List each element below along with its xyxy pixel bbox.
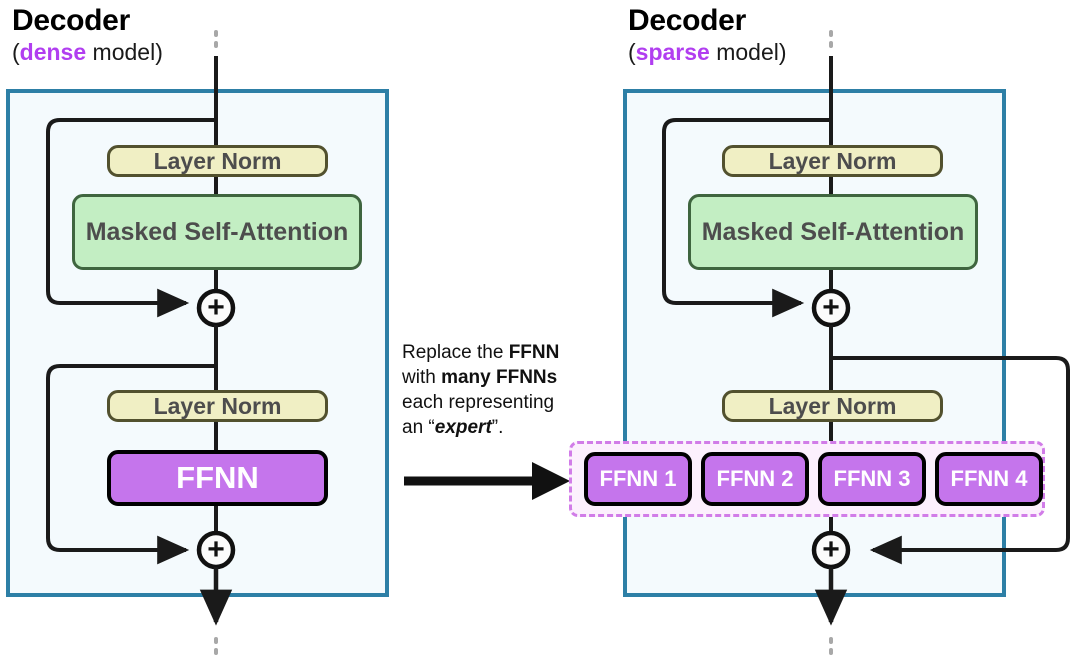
right-subtitle-highlight: sparse xyxy=(635,39,710,65)
left-panel-subtitle: (dense model) xyxy=(12,38,163,66)
left-panel-title-block: Decoder (dense model) xyxy=(12,4,163,66)
caption-line2-plain: with xyxy=(402,367,442,388)
caption-line-4: an “expert”. xyxy=(402,415,617,440)
left-add-symbol-1: + xyxy=(207,291,225,324)
expert-ffnn-1[interactable]: FFNN 1 xyxy=(584,452,692,506)
left-subtitle-rest: model) xyxy=(86,39,163,65)
expert-ffnn-3[interactable]: FFNN 3 xyxy=(818,452,926,506)
right-add-symbol-2: + xyxy=(822,533,840,566)
right-add-symbol-1: + xyxy=(822,291,840,324)
caption-line4-italic: expert xyxy=(434,417,492,438)
right-masked-self-attention: Masked Self-Attention xyxy=(688,194,978,270)
caption-line4-plain-b: ”. xyxy=(491,417,504,438)
caption-line1-bold: FFNN xyxy=(508,342,560,363)
left-panel-title: Decoder xyxy=(12,4,130,37)
center-caption: Replace the FFNN with many FFNNs each re… xyxy=(402,340,617,440)
caption-line4-plain-a: an “ xyxy=(402,417,435,438)
right-panel-title-block: Decoder (sparse model) xyxy=(628,4,787,66)
right-layer-norm-2: Layer Norm xyxy=(722,390,943,422)
right-panel-title: Decoder xyxy=(628,4,746,37)
left-add-symbol-2: + xyxy=(207,533,225,566)
expert-ffnn-4[interactable]: FFNN 4 xyxy=(935,452,1043,506)
left-ffnn-block: FFNN xyxy=(107,450,328,506)
caption-line-2: with many FFNNs xyxy=(402,365,617,390)
right-subtitle-rest: model) xyxy=(709,39,787,65)
right-panel-subtitle: (sparse model) xyxy=(628,38,787,66)
left-subtitle-highlight: dense xyxy=(19,39,87,65)
left-masked-self-attention: Masked Self-Attention xyxy=(72,194,362,270)
left-layer-norm-1: Layer Norm xyxy=(107,145,328,177)
right-layer-norm-1: Layer Norm xyxy=(722,145,943,177)
expert-ffnn-2[interactable]: FFNN 2 xyxy=(701,452,809,506)
left-subtitle-open-paren: ( xyxy=(12,39,20,65)
caption-line1-plain: Replace the xyxy=(402,342,509,363)
left-layer-norm-2: Layer Norm xyxy=(107,390,328,422)
caption-line-3: each representing xyxy=(402,392,555,413)
caption-line-1: Replace the FFNN xyxy=(402,340,617,365)
caption-line2-bold: many FFNNs xyxy=(441,367,558,388)
right-subtitle-open-paren: ( xyxy=(628,39,636,65)
